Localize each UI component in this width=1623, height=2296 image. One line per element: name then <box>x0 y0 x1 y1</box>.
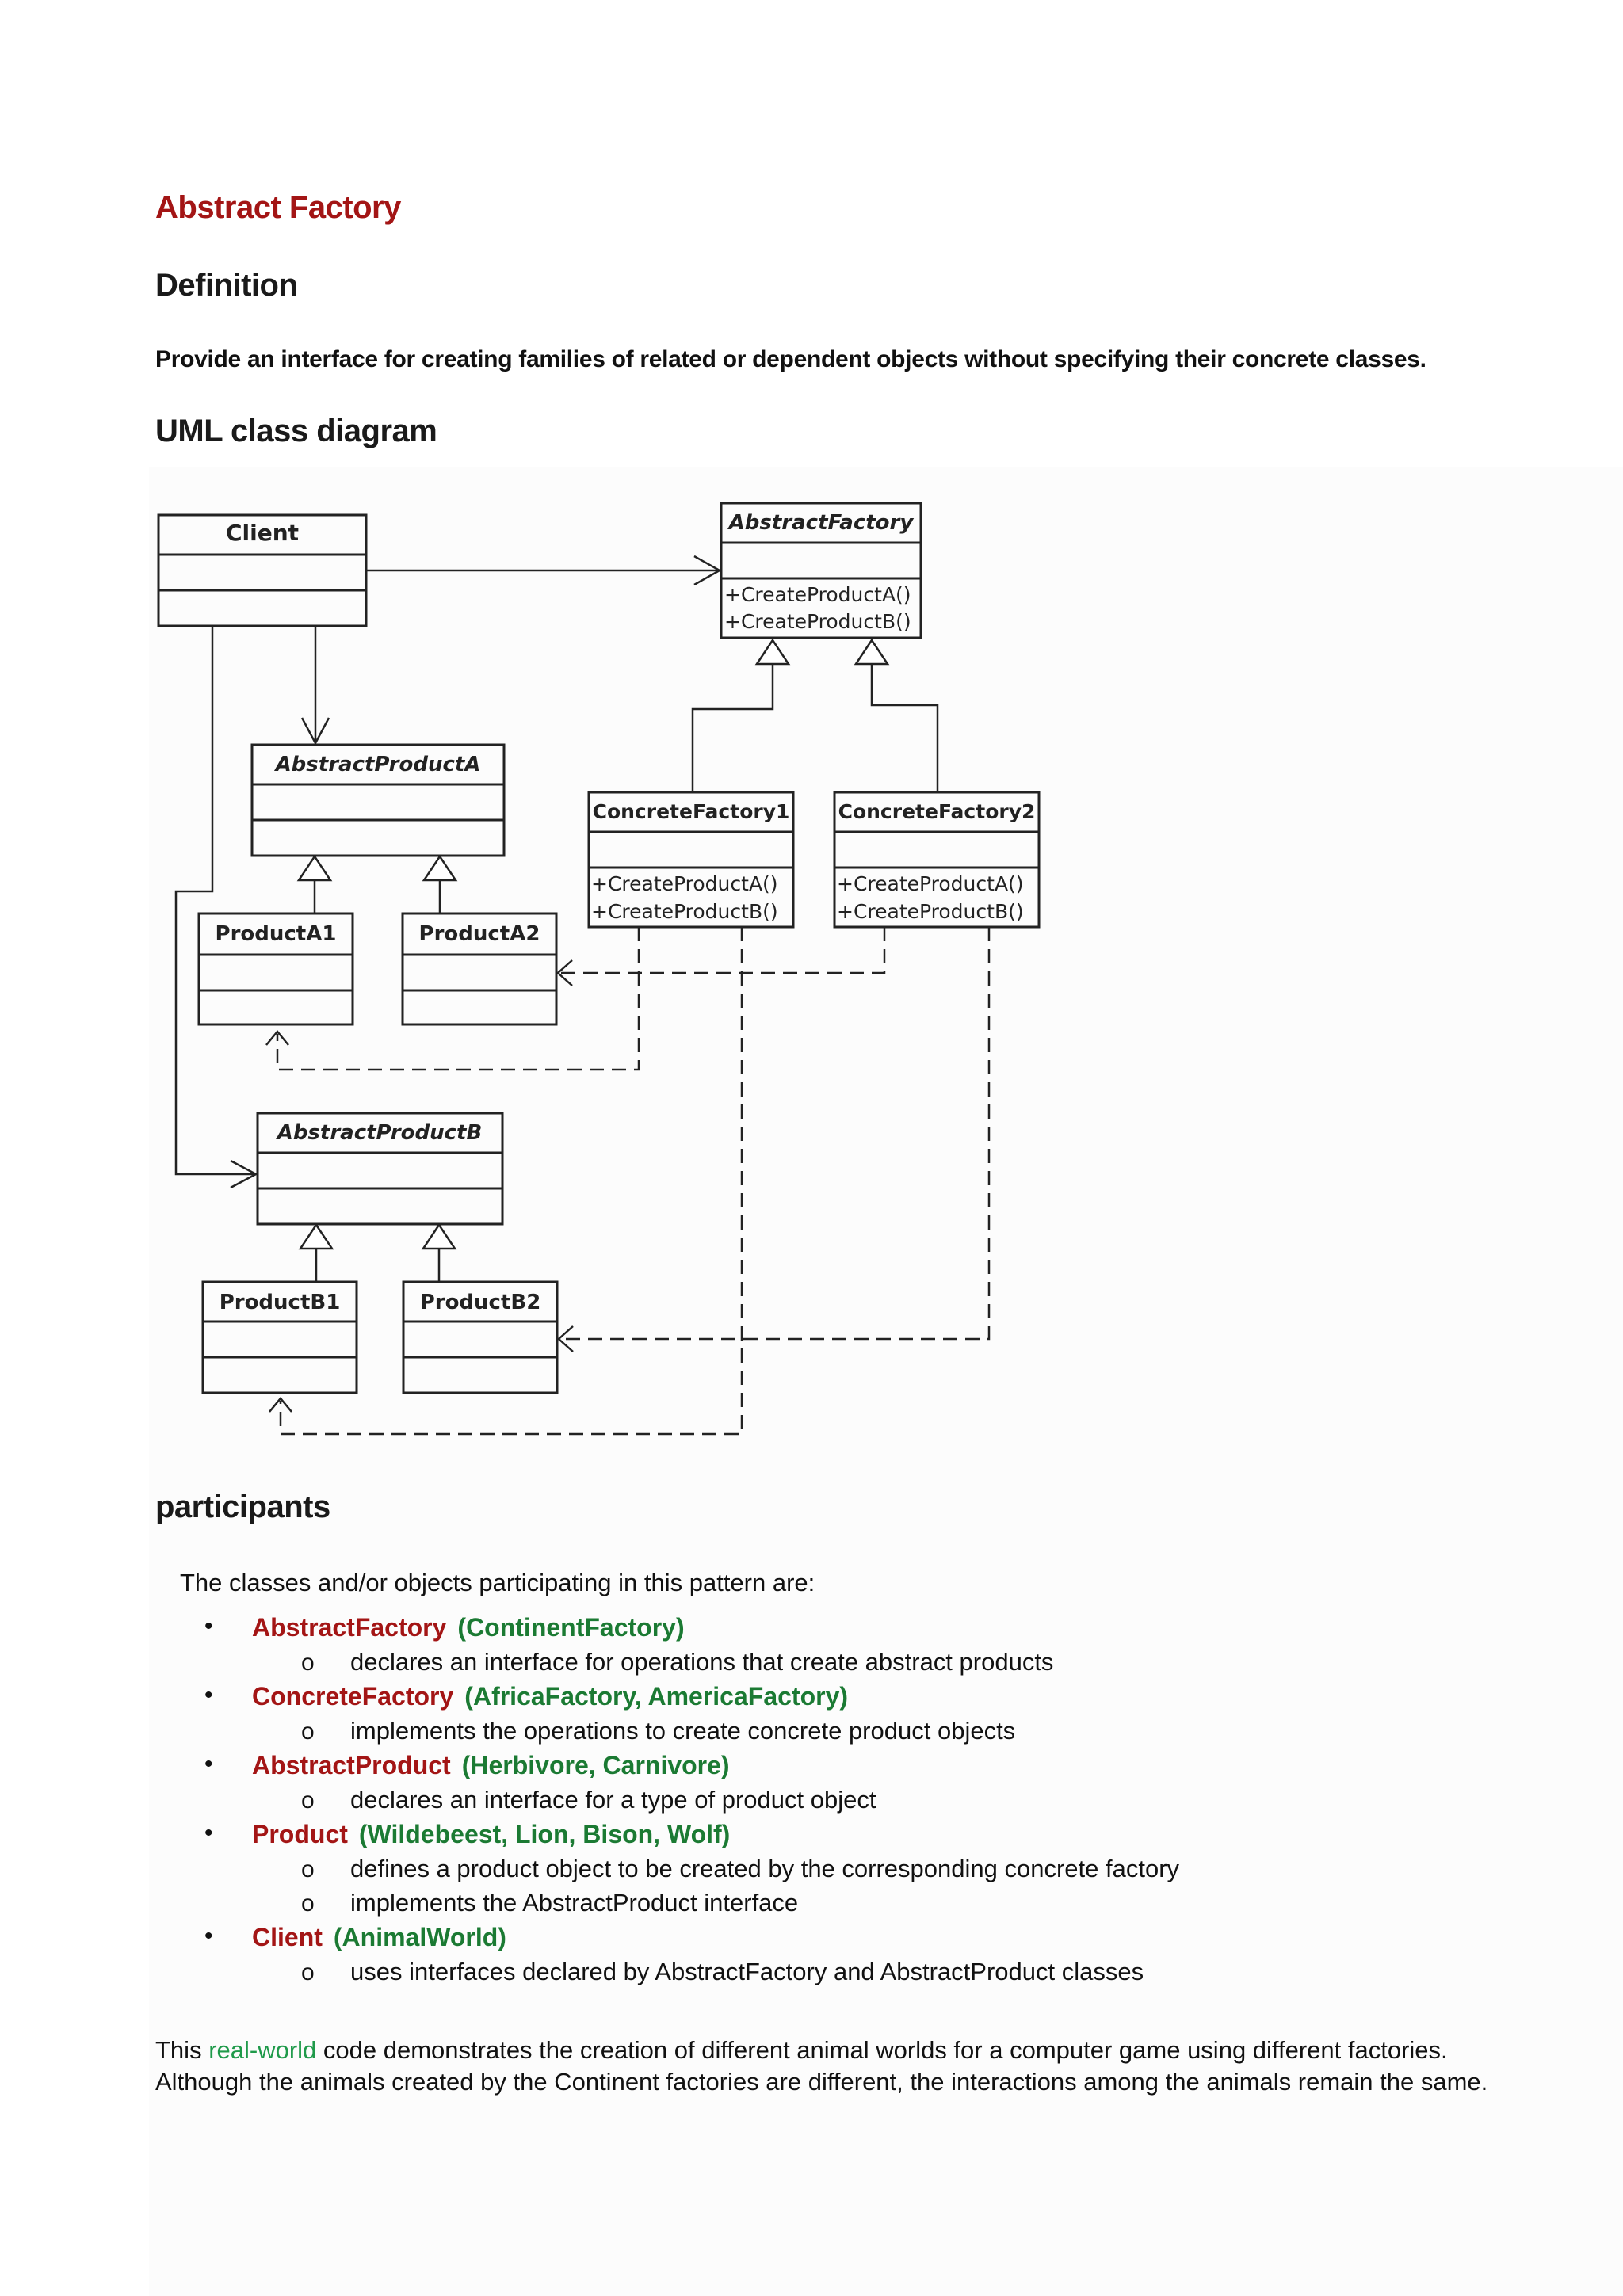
participant-name: AbstractProduct <box>252 1751 451 1779</box>
sub-bullet-glyph: o <box>301 1718 315 1745</box>
participant-item: • AbstractProduct (Herbivore, Carnivore) <box>0 1751 1623 1786</box>
abstract-product-b-class-name: AbstractProductB <box>276 1121 483 1145</box>
sub-bullet-glyph: o <box>301 1650 315 1676</box>
concrete-factory1-inherits-arrow <box>691 638 791 792</box>
bullet-glyph: • <box>204 1820 213 1846</box>
concrete-factory1-creates-product-b1 <box>279 927 743 1436</box>
participant-note: o declares an interface for a type of pr… <box>0 1786 1623 1820</box>
summary-prefix: This <box>155 2036 209 2064</box>
bullet-glyph: • <box>204 1613 213 1639</box>
product-a1-arrowhead <box>265 1030 289 1046</box>
concrete-factory1-class-box <box>587 791 795 929</box>
association-lines <box>174 555 722 1189</box>
participant-note-text: defines a product object to be created b… <box>350 1855 1180 1882</box>
concrete-factory2-op-b: +CreateProductB() <box>837 900 1024 923</box>
product-b2-class-name: ProductB2 <box>420 1291 541 1314</box>
participant-note-text: implements the AbstractProduct interface <box>350 1889 799 1917</box>
abstract-product-a-class-name: AbstractProductA <box>274 753 481 776</box>
participant-note: o declares an interface for operations t… <box>0 1648 1623 1682</box>
participant-name: Product <box>252 1820 348 1848</box>
participant-example: (Wildebeest, Lion, Bison, Wolf) <box>358 1820 731 1848</box>
uml-heading: UML class diagram <box>155 414 437 448</box>
summary-rest: code demonstrates the creation of differ… <box>155 2036 1488 2096</box>
participant-item: • AbstractFactory (ContinentFactory) <box>0 1613 1623 1648</box>
abstract-factory-op-a: +CreateProductA() <box>724 583 911 606</box>
client-to-abstract-factory-arrow <box>366 555 722 586</box>
participant-example: (AfricaFactory, AmericaFactory) <box>464 1682 849 1711</box>
participant-note-text: uses interfaces declared by AbstractFact… <box>350 1958 1144 1985</box>
concrete-factory1-class-name: ConcreteFactory1 <box>593 800 790 823</box>
concrete-factory2-creates-product-b2 <box>560 927 991 1341</box>
definition-text: Provide an interface for creating famili… <box>155 346 1426 372</box>
abstract-product-a-class-box <box>250 743 506 857</box>
participant-example: (ContinentFactory) <box>457 1613 685 1642</box>
participants-intro: The classes and/or objects participating… <box>180 1569 815 1596</box>
product-a1-class-name: ProductA1 <box>216 922 337 946</box>
concrete-factory2-op-a: +CreateProductA() <box>837 872 1024 895</box>
participant-note: o implements the AbstractProduct interfa… <box>0 1889 1623 1923</box>
participant-note: o implements the operations to create co… <box>0 1717 1623 1751</box>
concrete-factory1-creates-product-a1 <box>276 927 640 1071</box>
abstract-factory-op-b: +CreateProductB() <box>724 610 911 633</box>
product-b1-inherits-arrow <box>298 1222 334 1282</box>
participants-list: • AbstractFactory (ContinentFactory) o de… <box>0 1613 1623 1992</box>
product-a2-class-box <box>401 912 558 1026</box>
abstract-factory-class-name: AbstractFactory <box>727 511 915 535</box>
participant-example: (Herbivore, Carnivore) <box>461 1751 730 1779</box>
concrete-factory1-op-b: +CreateProductB() <box>591 900 778 923</box>
abstract-product-b-class-box <box>256 1112 504 1226</box>
page-background-panel <box>149 467 1623 2296</box>
real-world-link[interactable]: real-world <box>208 2036 317 2064</box>
sub-bullet-glyph: o <box>301 1890 315 1917</box>
product-b2-arrowhead <box>557 1325 574 1352</box>
concrete-factory2-creates-product-a2 <box>559 927 886 974</box>
product-b1-arrowhead <box>269 1397 292 1413</box>
product-a1-class-box <box>197 912 354 1026</box>
participant-name: Client <box>252 1923 323 1951</box>
product-b1-class-name: ProductB1 <box>220 1291 341 1314</box>
participant-note: o uses interfaces declared by AbstractFa… <box>0 1958 1623 1992</box>
bullet-glyph: • <box>204 1923 213 1949</box>
concrete-factory1-op-a: +CreateProductA() <box>591 872 778 895</box>
participants-heading: participants <box>155 1489 330 1524</box>
bullet-glyph: • <box>204 1682 213 1708</box>
participant-item: • Client (AnimalWorld) <box>0 1923 1623 1958</box>
participant-example: (AnimalWorld) <box>333 1923 506 1951</box>
bullet-glyph: • <box>204 1751 213 1777</box>
uml-class-diagram: Client AbstractFactory +CreateProductA()… <box>157 502 1041 1436</box>
uml-class-boxes <box>157 502 1041 1394</box>
uml-class-labels: Client AbstractFactory +CreateProductA()… <box>216 511 1036 1314</box>
product-b1-class-box <box>201 1280 358 1394</box>
summary-paragraph: This real-world code demonstrates the cr… <box>155 2035 1503 2098</box>
participant-name: ConcreteFactory <box>252 1682 454 1711</box>
definition-heading: Definition <box>155 268 298 303</box>
client-to-abstract-product-b-arrow <box>174 626 258 1189</box>
participant-note-text: declares an interface for operations tha… <box>350 1648 1054 1676</box>
product-a2-arrowhead <box>556 959 573 986</box>
participant-name: AbstractFactory <box>252 1613 447 1642</box>
dependency-arrowheads <box>265 959 574 1413</box>
participant-item: • Product (Wildebeest, Lion, Bison, Wolf) <box>0 1820 1623 1855</box>
product-a2-inherits-arrow <box>422 854 458 913</box>
client-class-name: Client <box>226 520 299 546</box>
participant-note-text: declares an interface for a type of prod… <box>350 1786 876 1814</box>
product-a1-inherits-arrow <box>296 854 333 913</box>
inheritance-lines <box>296 638 939 1282</box>
participant-note-text: implements the operations to create conc… <box>350 1717 1016 1745</box>
concrete-factory2-inherits-arrow <box>854 638 939 792</box>
concrete-factory2-class-name: ConcreteFactory2 <box>838 800 1036 823</box>
product-a2-class-name: ProductA2 <box>419 922 540 946</box>
product-b2-class-box <box>402 1280 559 1394</box>
product-b2-inherits-arrow <box>421 1222 457 1282</box>
dependency-lines <box>276 927 991 1436</box>
client-to-abstract-product-a-arrow <box>300 626 330 746</box>
page-title: Abstract Factory <box>155 190 401 225</box>
participant-note: o defines a product object to be created… <box>0 1855 1623 1889</box>
sub-bullet-glyph: o <box>301 1959 315 1985</box>
participant-item: • ConcreteFactory (AfricaFactory, America… <box>0 1682 1623 1717</box>
sub-bullet-glyph: o <box>301 1787 315 1814</box>
sub-bullet-glyph: o <box>301 1856 315 1882</box>
